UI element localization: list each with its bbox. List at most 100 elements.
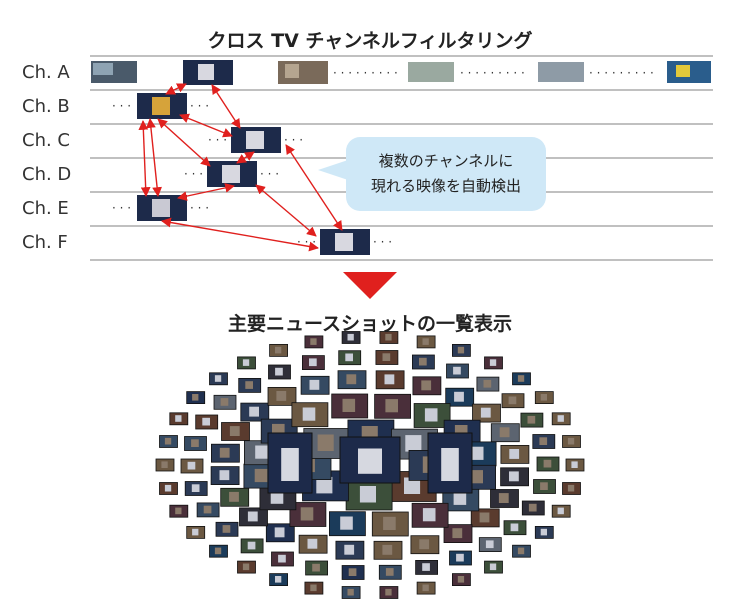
collage-thumbnail-figure [255,446,268,459]
callout-text: 複数のチャンネルに 現れる映像を自動検出 [346,149,546,199]
channel-a-gap-2: · · · · · · · · · [460,66,525,80]
collage-thumbnail-figure [419,539,429,549]
collage-thumbnail-figure [558,415,564,422]
collage-thumbnail-figure [511,524,519,532]
collage-thumbnail-figure [541,394,547,401]
collage-thumbnail-figure [192,529,198,536]
collage-thumbnail-figure [452,528,462,538]
callout-line-1: 複数のチャンネルに [346,149,546,174]
collage-thumbnail-figure [499,493,509,503]
featured-news-shot-figure [281,448,299,481]
collage-thumbnail-figure [421,380,431,390]
collage-thumbnail-figure [165,438,171,445]
collage-thumbnail-figure [301,507,314,520]
collage-thumbnail-figure [571,461,577,468]
collage-thumbnail-figure [539,437,547,445]
collage-thumbnail-figure [229,492,239,502]
bottom-title: 主要ニュースショットの一覧表示 [0,309,740,336]
collage-thumbnail-figure [454,392,464,402]
collage-thumbnail-figure [275,368,283,376]
collage-thumbnail-figure [383,353,391,361]
collage-thumbnail-figure [312,564,320,572]
collage-thumbnail-figure [382,545,392,555]
collage-thumbnail-figure [484,380,492,388]
collage-thumbnail-figure [175,508,181,515]
callout-tail [318,160,348,180]
collage-thumbnail-figure [340,517,353,530]
collage-thumbnail-figure [165,485,171,492]
collage-thumbnail-figure [303,408,316,421]
collage-thumbnail-figure [453,367,461,375]
collage-thumbnail-figure [278,555,286,563]
collage-thumbnail-figure [385,399,398,412]
collage-thumbnail-figure [385,374,395,384]
collage-thumbnail-figure [215,375,221,382]
collage-thumbnail-figure [425,408,438,421]
collage-thumbnail-figure [318,435,334,452]
channel-d-thumbnail [207,161,257,187]
collage-thumbnail-figure [230,426,240,436]
collage-thumbnail-figure [490,564,496,571]
collage-thumbnail-figure [276,391,286,401]
collage-thumbnail-figure [423,338,429,345]
collage-thumbnail-figure [243,564,249,571]
featured-news-shot-figure [441,448,459,481]
collage-thumbnail-figure [383,517,396,530]
collage-thumbnail-figure [220,470,230,480]
collage-thumbnail-figure [529,504,537,512]
down-arrow-icon [343,272,397,299]
collage-thumbnail-figure [245,381,253,389]
collage-thumbnail-figure [458,347,464,354]
collage-thumbnail-figure [202,418,210,426]
collage-thumbnail-figure [568,438,574,445]
channel-d-gap-left: · · · [184,167,203,181]
channel-a-gap-3: · · · · · · · · · [589,66,654,80]
collage-thumbnail-figure [309,358,317,366]
collage-thumbnail-figure [509,471,519,481]
collage-thumbnail-figure [458,576,464,583]
collage-thumbnail-figure [509,449,519,459]
collage-thumbnail-figure [248,512,258,522]
channel-c-gap-left: · · · [208,133,227,147]
collage-thumbnail-figure [528,416,536,424]
collage-thumbnail-figure [385,589,391,596]
featured-news-shot-figure [358,449,382,474]
channel-c-thumbnail [231,127,281,153]
channel-e-gap-left: · · · [112,201,131,215]
collage-thumbnail-figure [249,407,259,417]
collage-thumbnail-figure [310,380,320,390]
collage-thumbnail-figure [518,548,524,555]
collage-thumbnail-figure [310,338,316,345]
collage-thumbnail-figure [243,359,249,366]
channel-b-thumbnail [137,93,187,119]
collage-thumbnail-figure [346,374,356,384]
collage-thumbnail-figure [310,585,316,592]
collage-thumbnail-figure [456,554,464,562]
collage-thumbnail-figure [344,545,354,555]
channel-b-gap-right: · · · [190,99,209,113]
collage-thumbnail-figure [419,358,427,366]
collage-thumbnail-figure [490,359,496,366]
channel-e-gap-right: · · · [190,201,209,215]
collage-thumbnail-figure [423,508,436,521]
channel-c-gap-right: · · · [284,133,303,147]
collage-thumbnail-figure [423,585,429,592]
collage-thumbnail-figure [223,525,231,533]
collage-thumbnail-figure [275,576,281,583]
collage-thumbnail-figure [192,394,198,401]
channel-f-thumbnail [320,229,370,255]
callout-line-2: 現れる映像を自動検出 [346,174,546,199]
collage-thumbnail-figure [509,397,517,405]
collage-thumbnail-figure [345,354,353,362]
collage-thumbnail-figure [308,539,318,549]
collage-thumbnail-figure [386,568,394,576]
collage-thumbnail-figure [405,435,421,452]
channel-f-gap-right: · · · [373,235,392,249]
collage-thumbnail-figure [220,448,230,458]
collage-thumbnail-figure [275,347,281,354]
collage-thumbnail-figure [422,563,430,571]
collage-thumbnail-figure [360,486,376,503]
collage-thumbnail-figure [191,439,199,447]
collage-thumbnail-figure [248,542,256,550]
